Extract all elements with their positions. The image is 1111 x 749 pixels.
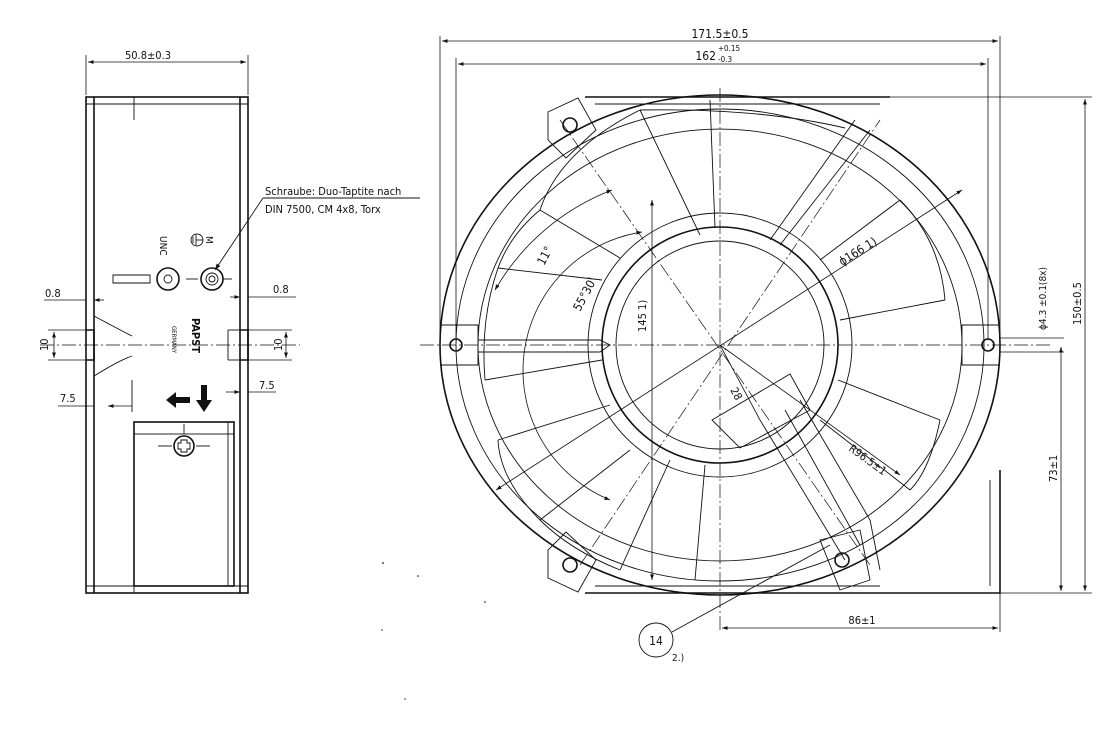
dim-left-75: 7.5 [60, 392, 76, 405]
dim-height-73: 73±1 [1047, 455, 1060, 482]
dim-height-150: 150±0.5 [1071, 282, 1084, 325]
dim-86: 86±1 [848, 614, 875, 627]
dim-left-08: 0.8 [45, 287, 61, 300]
brand-papst: PAPST [189, 318, 202, 353]
front-view: 171.5±0.5 162 +0.15 -0.3 [381, 27, 1092, 700]
callout-num: 14 [649, 634, 663, 648]
ground-symbol-icon [190, 233, 204, 247]
mount-hole-top-left [547, 97, 597, 159]
dim-hole-dia: ϕ4.3 ±0.1(8x) [1038, 267, 1049, 330]
side-width-dim: 50.8±0.3 [125, 49, 171, 62]
fan-blades [478, 99, 946, 581]
callout-note: 2.) [672, 653, 684, 664]
dim-right-10: 10 [272, 338, 285, 351]
dim-width-outer: 171.5±0.5 [691, 27, 748, 41]
dim-dia-166: ϕ166 1) [836, 234, 879, 268]
dim-width-inner-tol-upper: +0.15 [718, 44, 740, 53]
mount-hole-bottom-right [819, 529, 871, 591]
dim-28: 28 [727, 385, 744, 402]
brand-country: GERMANY [170, 326, 177, 354]
mount-hole-bottom-left [547, 531, 597, 593]
dim-width-inner: 162 [695, 49, 716, 63]
rotation-arrow-icon [196, 385, 212, 412]
screw-note-line1: Schraube: Duo-Taptite nach [265, 185, 401, 198]
label-unc: UNC [157, 236, 168, 256]
dim-right-75: 7.5 [259, 379, 275, 392]
side-view: 50.8±0.3 UNC [38, 49, 420, 594]
callout-balloon [638, 622, 674, 658]
dim-145: 145 1) [636, 300, 649, 332]
label-m: M [203, 236, 214, 244]
screw-note-line2: DIN 7500, CM 4x8, Torx [265, 203, 381, 216]
dim-left-10: 10 [38, 338, 51, 351]
dim-right-08: 0.8 [273, 283, 289, 296]
airflow-arrow-icon [166, 392, 190, 408]
dim-width-inner-tol-lower: -0.3 [718, 55, 732, 64]
dim-radius: R96.5±1 [846, 442, 889, 478]
angle-11: 11° [534, 244, 555, 267]
angle-5530: 55°30' [570, 275, 599, 313]
